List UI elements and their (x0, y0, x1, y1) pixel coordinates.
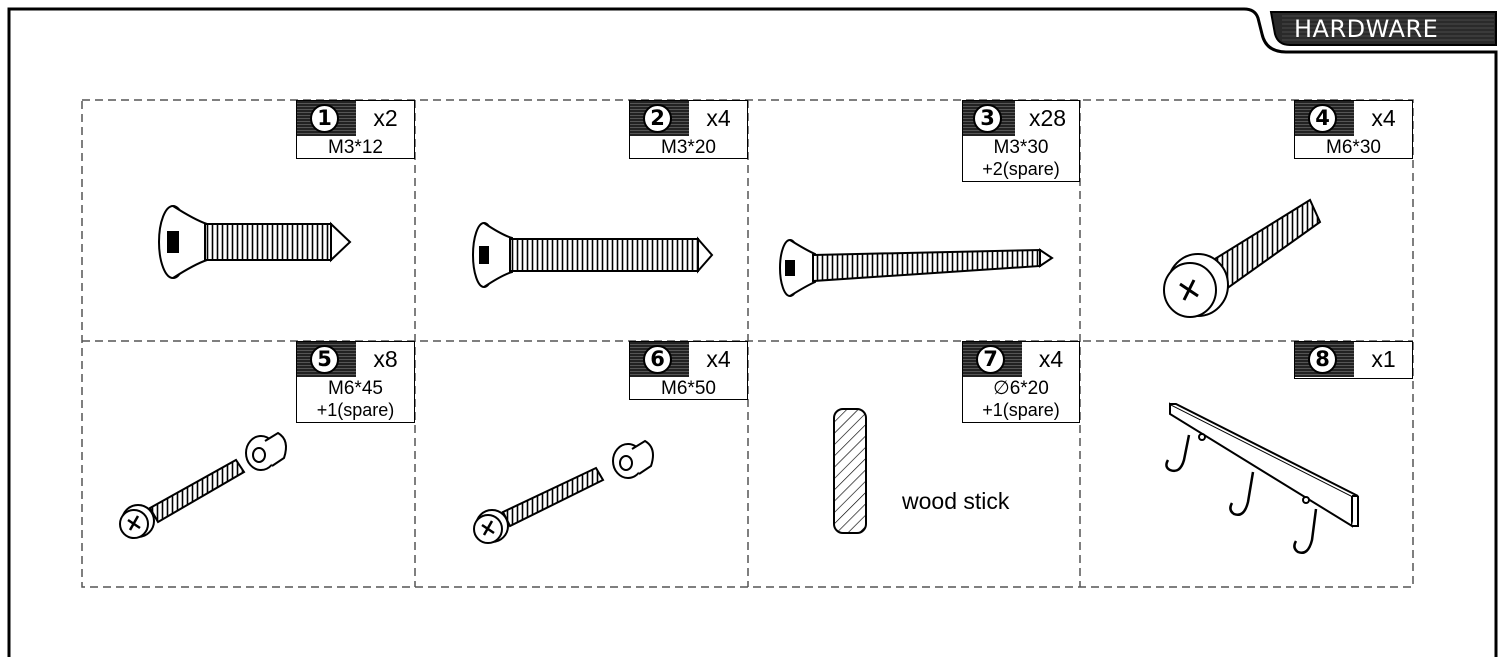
part-quantity: x2 (373, 105, 398, 131)
bolt-with-washer-icon (119, 431, 287, 539)
part-quantity: x4 (1038, 346, 1064, 372)
part-number: 8 (1308, 345, 1337, 374)
part-spec-1: M3*12 (296, 137, 415, 159)
part-quantity: x4 (706, 346, 731, 372)
flat-head-screw-long-icon (779, 239, 1054, 297)
bolt-with-washer-icon (473, 439, 654, 544)
part-spare-5: +1(spare) (296, 399, 415, 423)
part-number-box: 2 (630, 101, 689, 136)
part-number: 1 (310, 104, 339, 133)
part-badge-4: 4 x4 (1294, 100, 1413, 138)
part-spare-3: +2(spare) (962, 158, 1080, 182)
part-spec-4: M6*30 (1294, 137, 1413, 159)
part-spec-6: M6*50 (629, 378, 748, 400)
part-spec-2: M3*20 (629, 137, 748, 159)
part-number-box: 1 (297, 101, 356, 136)
part-number: 5 (310, 345, 339, 374)
part-badge-5: 5 x8 (296, 341, 415, 379)
part-quantity: x28 (1028, 105, 1067, 131)
part-quantity: x8 (373, 346, 398, 372)
part-number: 4 (1308, 104, 1337, 133)
hook-rack-icon (1165, 402, 1359, 554)
part-spec-5: M6*45 (296, 378, 415, 400)
flat-head-screw-medium-icon (472, 222, 714, 288)
part-badge-1: 1 x2 (296, 100, 415, 138)
pan-head-bolt-icon (1163, 198, 1322, 318)
flat-head-screw-short-icon (158, 205, 352, 279)
part-number: 7 (976, 345, 1005, 374)
part-number-box: 6 (630, 342, 689, 377)
part-number: 3 (973, 104, 1002, 133)
part-number: 6 (643, 345, 672, 374)
part-badge-2: 2 x4 (629, 100, 748, 138)
part-badge-8: 8 x1 (1294, 341, 1413, 379)
page-title: HARDWARE (1294, 15, 1439, 43)
part-number-box: 3 (963, 101, 1015, 136)
part-quantity: x4 (706, 105, 731, 131)
part-badge-7: 7 x4 (962, 341, 1080, 379)
part-number-box: 5 (297, 342, 356, 377)
part-number-box: 7 (963, 342, 1022, 377)
part-spare-7: +1(spare) (962, 399, 1080, 423)
part-quantity: x4 (1371, 105, 1396, 131)
part-badge-3: 3 x28 (962, 100, 1080, 138)
wood-stick-icon (833, 408, 867, 534)
part-number-box: 8 (1295, 342, 1354, 377)
part-quantity: x1 (1371, 346, 1396, 372)
part-number-box: 4 (1295, 101, 1354, 136)
wood-stick-caption: wood stick (902, 488, 1010, 514)
part-number: 2 (643, 104, 672, 133)
part-badge-6: 6 x4 (629, 341, 748, 379)
